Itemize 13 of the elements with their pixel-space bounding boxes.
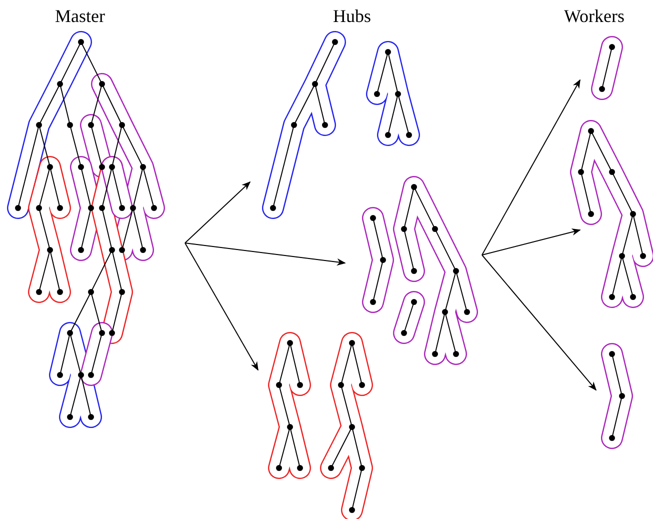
arrow — [184, 242, 346, 266]
tree-drawing — [600, 343, 634, 448]
arrow — [482, 254, 597, 391]
arrow — [184, 242, 258, 371]
tree-drawing — [590, 38, 622, 98]
arrow — [482, 228, 581, 256]
arrow — [184, 181, 251, 244]
column-heading: Workers — [564, 6, 625, 26]
arrow — [482, 79, 580, 256]
tree-drawing — [572, 120, 653, 310]
tree-drawing — [262, 30, 422, 220]
column-heading: Hubs — [333, 6, 372, 26]
column-heading: Master — [55, 6, 105, 26]
